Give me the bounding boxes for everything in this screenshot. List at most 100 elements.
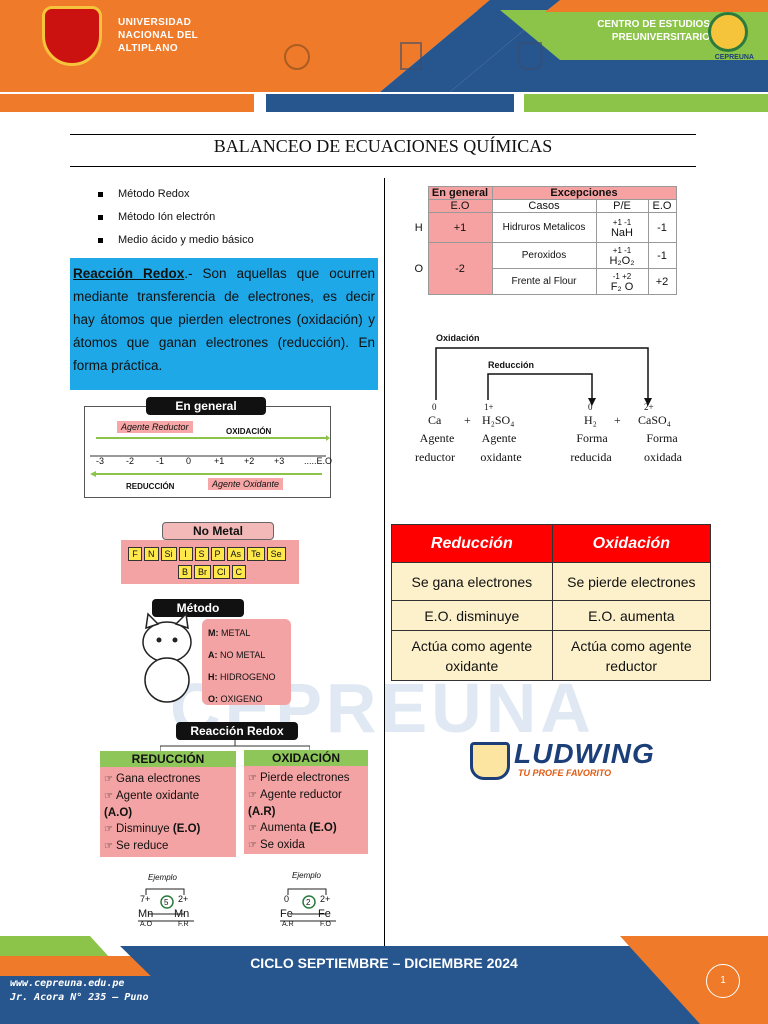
example-reduccion: 7+ 2+ 5 Mn Mn A.O F.R xyxy=(136,886,196,930)
metodo-item: M: METAL xyxy=(208,628,251,638)
metodo-label: Método xyxy=(152,599,244,617)
document-icon xyxy=(400,42,422,70)
hand-icon: ☞ xyxy=(248,790,257,801)
ejemplo-label: Ejemplo xyxy=(148,873,177,882)
element-symbol: F xyxy=(128,547,142,561)
reaccion-redox-label: Reacción Redox xyxy=(176,722,298,740)
element-symbol: As xyxy=(226,547,246,561)
reduccion-head: REDUCCIÓN xyxy=(100,751,236,767)
oxidacion-list: ☞Pierde electrones ☞Agente reductor (A.R… xyxy=(244,766,368,854)
eo-number-line xyxy=(90,435,330,477)
oxidacion-head: OXIDACIÓN xyxy=(244,750,368,766)
definition-text: .- Son aquellas que ocurren mediante tra… xyxy=(73,266,375,373)
element-symbol: Br xyxy=(194,565,212,579)
reduccion-list: ☞Gana electrones ☞Agente oxidante (A.O) … xyxy=(100,767,236,857)
method-list: Método Redox Método Ión electrón Medio á… xyxy=(96,183,254,252)
eo-ticks: -3 -2 -1 0 +1 +2 +3 .....E.O xyxy=(96,456,336,466)
reduccion-label: REDUCCIÓN xyxy=(126,482,175,491)
oxidacion-label: OXIDACIÓN xyxy=(226,427,272,436)
list-item: Método Redox xyxy=(96,183,254,206)
element-symbol: I xyxy=(178,547,193,561)
hand-icon: ☞ xyxy=(104,841,113,852)
footer-banner xyxy=(0,936,768,1024)
table-header: E.O xyxy=(647,199,677,213)
exceptions-table: En general Excepciones E.O Casos P/E E.O… xyxy=(410,186,677,295)
tick-label: -2 xyxy=(126,456,135,466)
metodo-box: M: METAL A: NO METAL H: HIDROGENO O: OXI… xyxy=(202,619,291,705)
element-symbol: C xyxy=(231,565,247,579)
agente-oxidante-tag: Agente Oxidante xyxy=(208,478,284,490)
hand-icon: ☞ xyxy=(104,774,113,785)
brand-tagline: TU PROFE FAVORITO xyxy=(518,768,612,778)
header-bar-green xyxy=(524,94,768,112)
globe-icon xyxy=(284,44,310,70)
metodo-item: H: HIDROGENO xyxy=(208,672,276,682)
list-item: Medio ácido y medio básico xyxy=(96,229,254,252)
example-oxidacion: 0 2+ 2 Fe Fe A.R F.O xyxy=(278,886,338,930)
ejemplo-label: Ejemplo xyxy=(292,871,321,880)
hand-icon: ☞ xyxy=(248,840,257,851)
column-divider xyxy=(384,178,385,958)
tick-label: 0 xyxy=(186,456,192,466)
header-banner xyxy=(0,0,768,92)
element-symbol: B xyxy=(178,565,193,579)
redox-definition: Reacción Redox.- Son aquellas que ocurre… xyxy=(70,258,378,390)
element-symbol: Cl xyxy=(213,565,230,579)
hand-icon: ☞ xyxy=(248,773,257,784)
reduccion-arrow-label: Reducción xyxy=(488,360,535,370)
element-symbol: S xyxy=(194,547,209,561)
hand-icon: ☞ xyxy=(248,823,257,834)
ludwing-logo-icon xyxy=(470,742,510,780)
redox-equation: 0 1+ 0 2+ Ca + H₂SO₄ H₂ + CaSO₄ Agente r… xyxy=(415,402,682,464)
metodo-item: O: OXIGENO xyxy=(208,694,263,704)
no-metal-label: No Metal xyxy=(162,522,274,540)
header-bar-orange xyxy=(0,94,254,112)
definition-term: Reacción Redox xyxy=(73,266,185,281)
footer-contact: www.cepreuna.edu.pe Jr. Acora N° 235 – P… xyxy=(10,977,148,1005)
tick-label: +2 xyxy=(244,456,255,466)
page-number: 1 xyxy=(706,964,740,998)
flask-icon xyxy=(518,42,542,70)
element-symbol: N xyxy=(144,547,159,561)
tick-label: -3 xyxy=(96,456,105,466)
metodo-item: A: NO METAL xyxy=(208,650,266,660)
element-symbol: Te xyxy=(247,547,265,561)
table-header: E.O xyxy=(427,199,493,213)
title-rule-bottom xyxy=(70,166,696,167)
table-header: Reducción xyxy=(391,524,553,563)
table-header: Excepciones xyxy=(491,186,677,200)
header-bar-blue xyxy=(266,94,514,112)
title-rule-top xyxy=(70,134,696,135)
oxidacion-arrow-label: Oxidación xyxy=(436,333,480,343)
redox-arrows xyxy=(435,347,652,406)
tree-connector xyxy=(160,740,310,754)
hand-icon: ☞ xyxy=(104,824,113,835)
en-general-label: En general xyxy=(146,397,266,415)
page-title: BALANCEO DE ECUACIONES QUÍMICAS xyxy=(213,136,553,156)
brand-name: LUDWING xyxy=(514,738,655,769)
website-link[interactable]: www.cepreuna.edu.pe xyxy=(10,978,125,989)
address: Jr. Acora N° 235 – Puno xyxy=(10,992,149,1003)
tick-label: +1 xyxy=(214,456,225,466)
tick-label: -1 xyxy=(156,456,165,466)
table-header: P/E xyxy=(595,199,649,213)
table-header: Oxidación xyxy=(551,524,712,563)
table-header: Casos xyxy=(491,199,597,213)
cepreuna-logo-icon xyxy=(708,12,748,52)
table-header: En general xyxy=(427,186,493,200)
hand-icon: ☞ xyxy=(104,791,113,802)
list-item: Método Ión electrón xyxy=(96,206,254,229)
element-symbol: P xyxy=(210,547,225,561)
element-symbol: Se xyxy=(266,547,286,561)
cat-icon xyxy=(142,612,192,703)
